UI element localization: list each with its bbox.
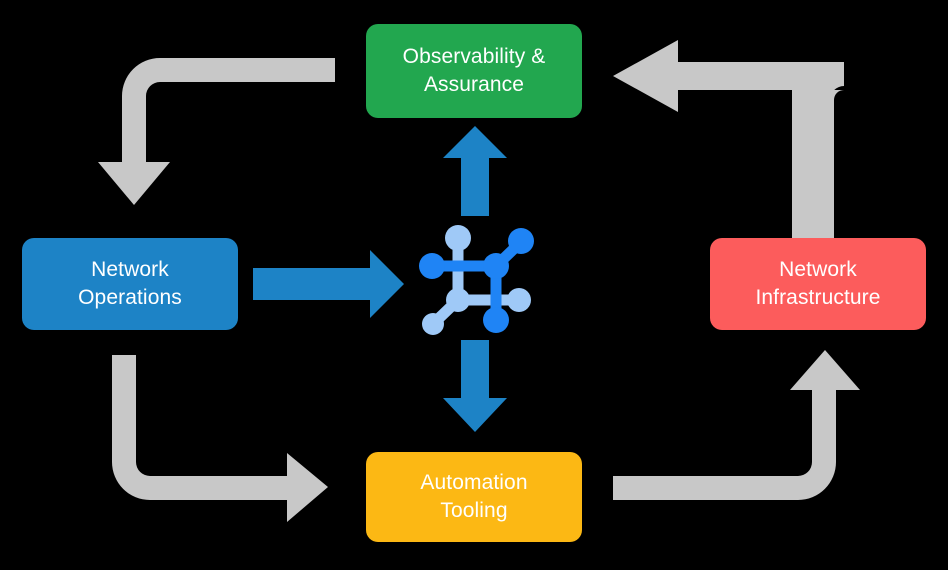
arrow-infrastructure-to-observability-body: [613, 40, 844, 240]
arrow-center-to-observability: [443, 126, 507, 216]
topology-node-bottom-left: [422, 313, 444, 335]
network-topology-icon: [419, 225, 534, 335]
node-box-automation-tooling[interactable]: Automation Tooling: [366, 452, 582, 542]
node-box-network-infrastructure[interactable]: Network Infrastructure: [710, 238, 926, 330]
node-label-network-infrastructure: Network Infrastructure: [755, 258, 881, 309]
node-box-observability-assurance[interactable]: Observability & Assurance: [366, 24, 582, 118]
arrow-operations-to-automation: [112, 355, 328, 522]
node-label-observability-assurance: Observability & Assurance: [402, 45, 546, 96]
arrow-center-to-automation: [443, 340, 507, 432]
arrow-automation-to-infrastructure: [613, 350, 860, 500]
arrow-observability-to-operations: [98, 58, 335, 205]
topology-nodes-primary: [419, 228, 534, 333]
topology-node-top-right: [508, 228, 534, 254]
topology-node-center: [483, 253, 509, 279]
topology-nodes-secondary: [422, 225, 531, 335]
arrow-operations-to-center: [253, 250, 404, 318]
topology-node-left: [419, 253, 445, 279]
topology-node-mid-right: [507, 288, 531, 312]
node-label-automation-tooling: Automation Tooling: [420, 471, 528, 522]
node-box-network-operations[interactable]: Network Operations: [22, 238, 238, 330]
topology-node-top-left: [445, 225, 471, 251]
topology-node-mid-left: [446, 288, 470, 312]
node-label-network-operations: Network Operations: [78, 258, 182, 309]
topology-node-bottom: [483, 307, 509, 333]
